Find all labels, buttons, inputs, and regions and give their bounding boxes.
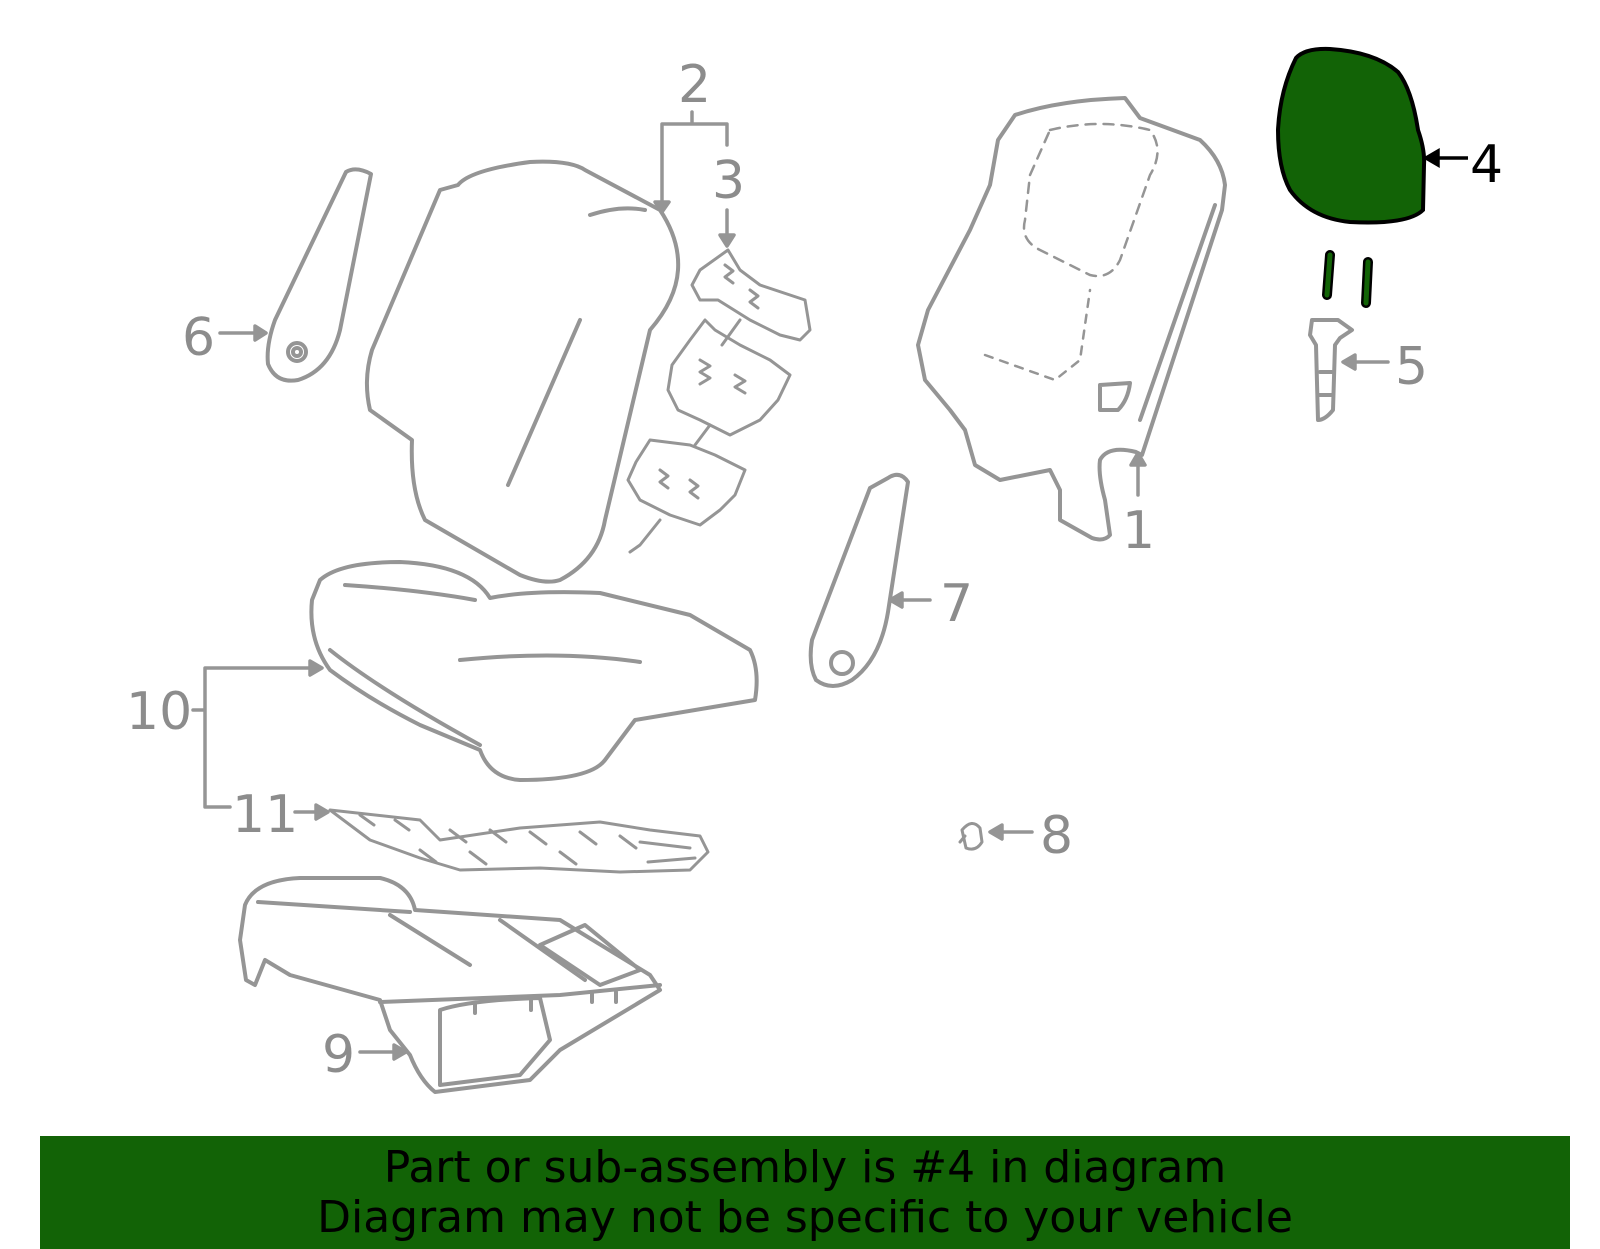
part-4-headrest[interactable] [1275,46,1427,308]
leader-lines [191,110,1390,1061]
part-7-armrest-cover[interactable] [808,472,910,688]
callout-2[interactable]: 2 [678,55,711,115]
callout-3[interactable]: 3 [712,151,745,211]
part-2-seatback-assembly[interactable] [365,159,681,584]
callout-11[interactable]: 11 [232,785,298,845]
part-1-seatback-cover[interactable] [916,96,1227,542]
callout-1[interactable]: 1 [1122,501,1155,561]
part-10-seat-cushion-assembly[interactable] [309,560,759,782]
part-5-headrest-guide[interactable] [1308,318,1354,422]
callout-6[interactable]: 6 [182,308,215,368]
callout-8[interactable]: 8 [1040,806,1073,866]
part-8-clip[interactable] [958,822,984,851]
leader-line-4 [1422,147,1468,169]
banner-line-part-info: Part or sub-assembly is #4 in diagram [383,1141,1227,1193]
banner-line-disclaimer: Diagram may not be specific to your vehi… [317,1191,1293,1243]
part-11-cushion-frame[interactable] [328,808,710,874]
callout-9[interactable]: 9 [322,1025,355,1085]
info-banner: Part or sub-assembly is #4 in diagram Di… [40,1136,1570,1249]
callout-5[interactable]: 5 [1395,337,1428,397]
callout-10[interactable]: 10 [126,682,192,742]
callout-4[interactable]: 4 [1470,135,1503,195]
part-6-armrest-cover[interactable] [265,167,373,383]
part-3-seatback-frame[interactable] [626,248,812,554]
banner-background [40,1136,1570,1249]
part-9-cushion-pad[interactable] [238,876,662,1094]
callout-7[interactable]: 7 [940,574,973,634]
